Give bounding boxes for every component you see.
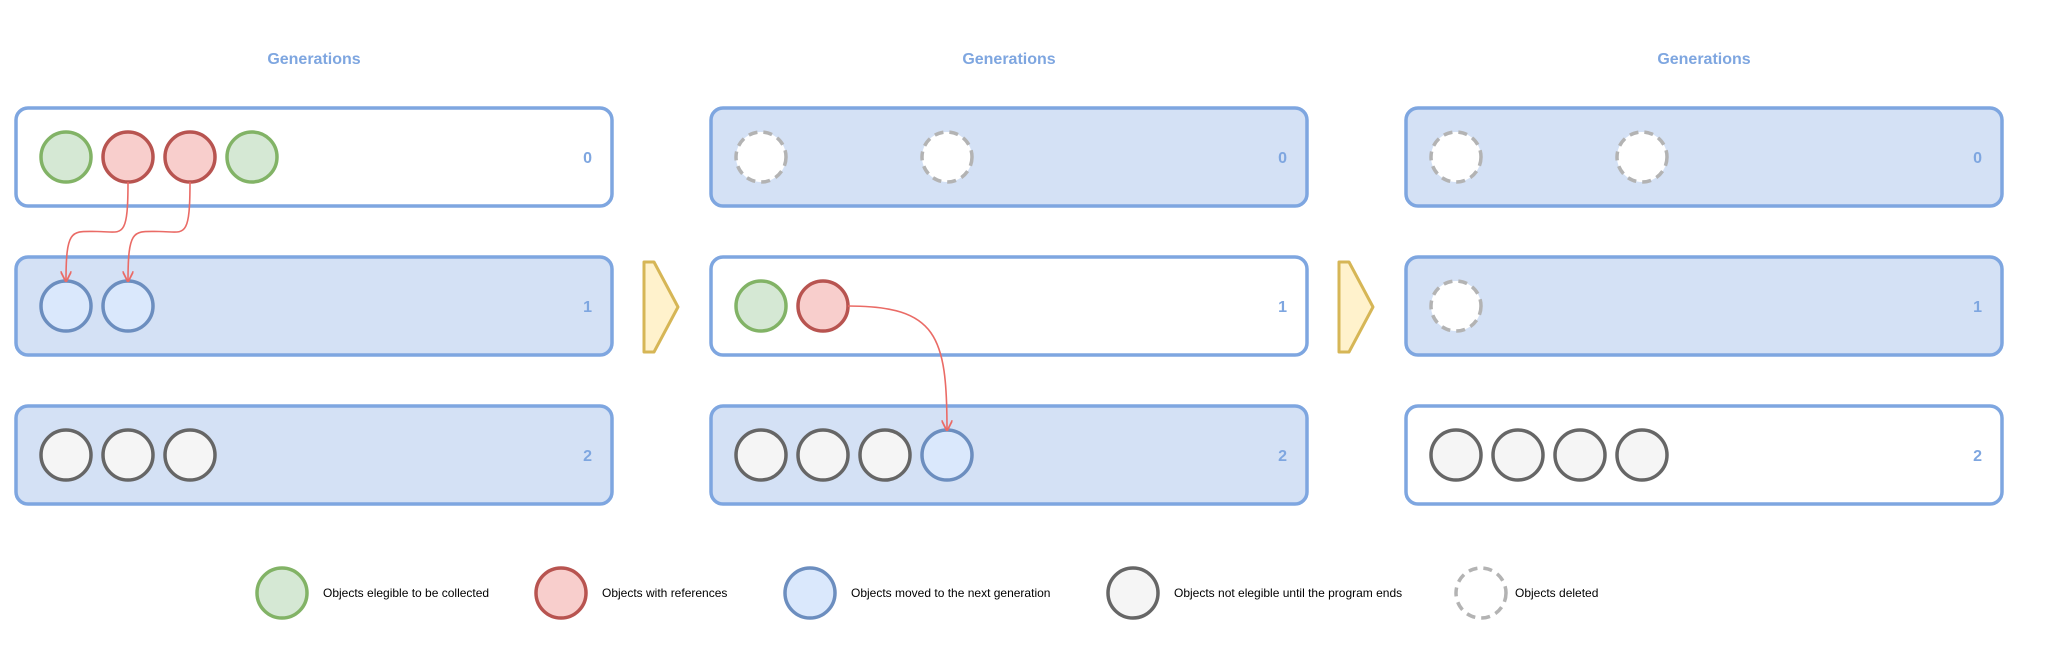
generation-number: 2	[1973, 448, 1982, 465]
promotion-arrow	[847, 305, 947, 430]
generation-row-1: 1	[14, 255, 614, 357]
generation-row-0: 0	[1404, 106, 2004, 208]
object-collectable	[225, 130, 279, 184]
legend-label: Objects not elegible until the program e…	[1174, 586, 1402, 600]
legend-swatch-icon	[534, 566, 588, 620]
generation-number: 0	[1278, 150, 1287, 167]
generation-box	[14, 404, 614, 506]
generation-number: 0	[1973, 150, 1982, 167]
generation-row-1: 1	[709, 255, 1309, 357]
stage-1: Generations 0 1 2	[14, 51, 614, 506]
generation-number: 2	[583, 448, 592, 465]
generation-box	[709, 106, 1309, 208]
generation-number: 1	[1973, 299, 1982, 316]
generation-box	[709, 255, 1309, 357]
generation-box	[709, 404, 1309, 506]
object-deleted	[920, 130, 974, 184]
object-permanent	[1491, 428, 1545, 482]
legend-swatch-icon	[783, 566, 837, 620]
generation-row-0: 0	[14, 106, 614, 208]
object-permanent	[1615, 428, 1669, 482]
generation-row-2: 2	[709, 404, 1309, 506]
object-collectable	[734, 279, 788, 333]
legend-swatch-icon	[255, 566, 309, 620]
stage-2: Generations 0 1 2	[709, 51, 1309, 506]
generation-row-2: 2	[14, 404, 614, 506]
generation-row-0: 0	[709, 106, 1309, 208]
legend-label: Objects deleted	[1515, 586, 1598, 600]
generation-box	[1404, 404, 2004, 506]
object-deleted	[734, 130, 788, 184]
object-permanent	[163, 428, 217, 482]
object-deleted	[1615, 130, 1669, 184]
object-referenced	[796, 279, 850, 333]
stage-3: Generations 0 1 2	[1404, 51, 2004, 506]
generation-number: 2	[1278, 448, 1287, 465]
stage-title: Generations	[267, 51, 360, 68]
generation-number: 1	[583, 299, 592, 316]
generation-number: 0	[583, 150, 592, 167]
generation-row-1: 1	[1404, 255, 2004, 357]
legend-label: Objects moved to the next generation	[851, 586, 1050, 600]
object-referenced	[163, 130, 217, 184]
generation-box	[1404, 106, 2004, 208]
legend-label: Objects with references	[602, 586, 727, 600]
object-permanent	[858, 428, 912, 482]
legend-swatch-icon	[1106, 566, 1160, 620]
object-permanent	[101, 428, 155, 482]
legend-item-referenced: Objects with references	[534, 566, 727, 620]
object-moved	[101, 279, 155, 333]
object-permanent	[734, 428, 788, 482]
object-permanent	[796, 428, 850, 482]
legend-label: Objects elegible to be collected	[323, 586, 489, 600]
object-permanent	[1429, 428, 1483, 482]
object-moved	[39, 279, 93, 333]
generation-box	[14, 255, 614, 357]
next-stage-chevron-icon	[642, 260, 680, 354]
object-deleted	[1429, 130, 1483, 184]
promotion-arrow	[128, 181, 191, 281]
next-stage-chevron-icon	[1337, 260, 1375, 354]
object-referenced	[101, 130, 155, 184]
promotion-arrow	[66, 181, 129, 281]
legend-item-deleted: Objects deleted	[1454, 566, 1598, 620]
object-deleted	[1429, 279, 1483, 333]
object-permanent	[39, 428, 93, 482]
stage-title: Generations	[962, 51, 1055, 68]
object-collectable	[39, 130, 93, 184]
object-permanent	[1553, 428, 1607, 482]
stage-title: Generations	[1657, 51, 1750, 68]
legend-item-permanent: Objects not elegible until the program e…	[1106, 566, 1402, 620]
object-moved	[920, 428, 974, 482]
legend-item-moved: Objects moved to the next generation	[783, 566, 1050, 620]
generation-box	[14, 106, 614, 208]
generation-box	[1404, 255, 2004, 357]
legend-swatch-icon	[1454, 566, 1508, 620]
generation-number: 1	[1278, 299, 1287, 316]
generation-row-2: 2	[1404, 404, 2004, 506]
legend-item-collectable: Objects elegible to be collected	[255, 566, 489, 620]
